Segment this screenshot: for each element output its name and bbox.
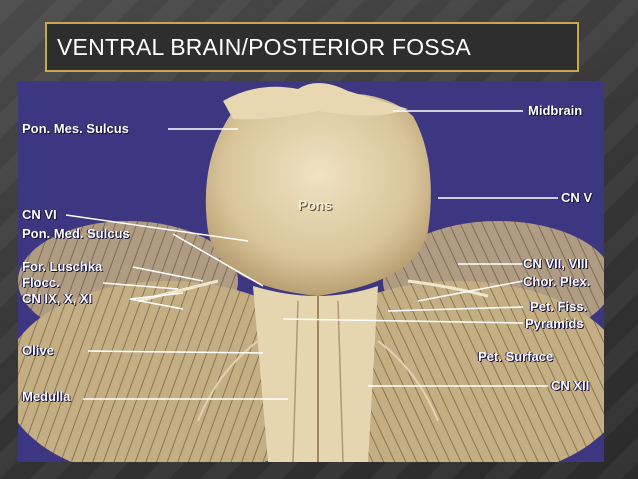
pons-shape <box>205 93 431 296</box>
label-cn-ix-x-xi: CN IX, X, XI <box>22 291 93 306</box>
anatomy-photo: Pon. Mes. Sulcus Midbrain Pons CN V CN V… <box>18 81 604 462</box>
label-pon-med-sulcus: Pon. Med. Sulcus <box>22 226 130 241</box>
label-pet-fiss: Pet. Fiss. <box>530 299 588 314</box>
label-pons: Pons <box>298 197 333 213</box>
label-medulla: Medulla <box>22 389 71 404</box>
label-cn-vii-viii: CN VII, VIII <box>523 256 589 271</box>
label-flocc: Flocc. <box>22 275 60 290</box>
label-pon-mes-sulcus: Pon. Mes. Sulcus <box>22 121 129 136</box>
label-cn-v: CN V <box>561 190 593 205</box>
label-olive: Olive <box>22 343 54 358</box>
label-midbrain: Midbrain <box>528 103 583 118</box>
label-leader-lines <box>65 110 558 400</box>
slide-title: VENTRAL BRAIN/POSTERIOR FOSSA <box>57 33 471 60</box>
label-pet-surface: Pet. Surface <box>478 349 554 364</box>
label-cn-xii: CN XII <box>551 378 590 393</box>
brain-illustration <box>18 81 604 462</box>
label-cn-vi: CN VI <box>22 207 57 222</box>
slide-title-box: VENTRAL BRAIN/POSTERIOR FOSSA <box>45 22 579 72</box>
label-chor-plex: Chor. Plex. <box>523 274 591 289</box>
label-for-luschka: For. Luschka <box>22 259 103 274</box>
label-pyramids: Pyramids <box>525 316 584 331</box>
medulla-shape <box>253 286 378 462</box>
